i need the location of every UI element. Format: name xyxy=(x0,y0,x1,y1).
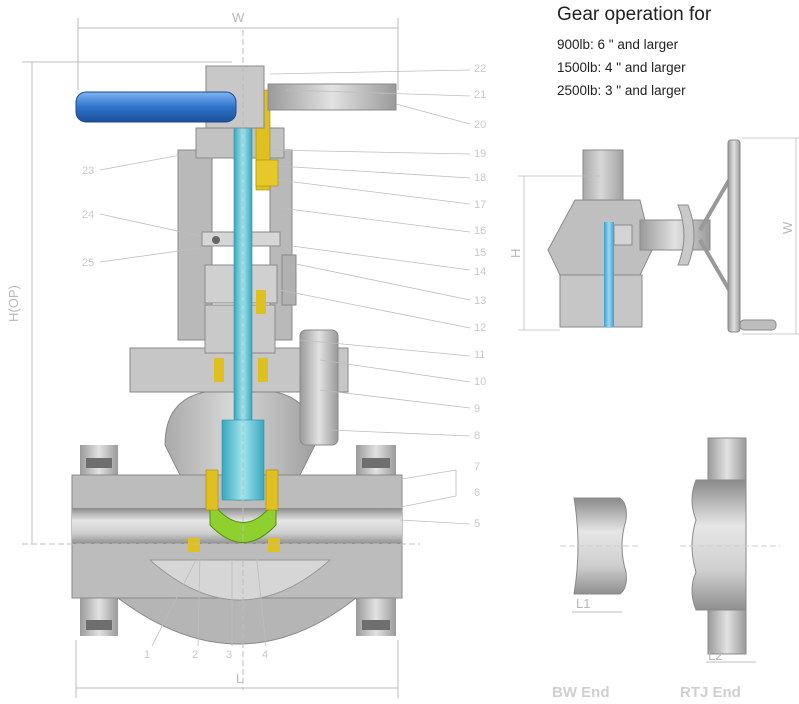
main-dimension-lines xyxy=(22,18,420,698)
handwheel-shaft xyxy=(267,83,397,111)
rtj-end-profile xyxy=(691,479,747,611)
right-flange-bottom xyxy=(356,598,396,636)
part-number-label: 21 xyxy=(474,89,486,101)
bw-end-caption: BW End xyxy=(552,684,610,701)
rtj-flange-top xyxy=(707,437,747,481)
valve-disc xyxy=(209,498,277,543)
gear-stem xyxy=(604,222,614,327)
part-number-label: 5 xyxy=(474,518,480,530)
gear-handwheel xyxy=(727,139,741,333)
bottom-part-numbers: 1 2 3 4 xyxy=(144,649,268,661)
handwheel xyxy=(75,91,237,123)
clamp-screw xyxy=(212,236,220,244)
gear-handle xyxy=(739,319,777,331)
left-flange-bottom xyxy=(80,598,118,636)
gear-note-line-1500lb: 1500lb: 4 " and larger xyxy=(557,60,686,75)
rtj-length-label: L2 xyxy=(708,648,722,663)
stem-lower xyxy=(221,419,265,501)
gear-teeth xyxy=(613,224,633,246)
main-height-label: H(OP) xyxy=(6,285,21,322)
disc-nut-left xyxy=(205,469,219,511)
bonnet-bolt xyxy=(299,329,339,446)
part-number-label: 7 xyxy=(474,461,480,473)
flange-bolt xyxy=(362,458,390,468)
gear-housing xyxy=(547,199,653,276)
gear-input-shaft xyxy=(639,219,711,251)
part-number-label: 10 xyxy=(474,376,486,388)
part-number-label: 18 xyxy=(474,172,486,184)
left-part-numbers: 23 24 25 xyxy=(82,165,94,269)
gear-note-line-900lb: 900lb: 6 " and larger xyxy=(557,37,679,52)
part-leader-lines xyxy=(99,69,471,647)
gland-bolt xyxy=(281,254,297,306)
rtj-end-view: L2 RTJ End xyxy=(680,437,780,701)
part-number-label: 12 xyxy=(474,322,486,334)
bw-length-label: L1 xyxy=(576,596,590,611)
rtj-flange-bottom xyxy=(707,609,747,655)
part-number-label: 22 xyxy=(474,63,486,75)
bw-end-view: L1 BW End xyxy=(552,497,640,701)
part-number-label: 20 xyxy=(474,119,486,131)
stem-nut-bearing xyxy=(255,159,279,187)
part-number-label: 14 xyxy=(474,266,486,278)
disc-nut-right xyxy=(265,469,279,511)
valve-body-group xyxy=(71,65,403,645)
part-number-label: 4 xyxy=(262,649,268,661)
part-number-label: 17 xyxy=(474,199,486,211)
right-part-numbers: 22 21 20 19 18 17 16 15 14 13 12 11 10 9… xyxy=(474,63,486,530)
packing-ring-right xyxy=(258,358,268,382)
part-number-label: 9 xyxy=(474,403,480,415)
part-number-label: 11 xyxy=(474,349,485,361)
seat-ring-right xyxy=(268,538,280,552)
part-number-label: 3 xyxy=(226,649,232,661)
part-number-label: 25 xyxy=(82,257,94,269)
part-number-label: 13 xyxy=(474,295,486,307)
body-bowl xyxy=(116,597,358,645)
part-number-label: 23 xyxy=(82,165,94,177)
part-number-label: 8 xyxy=(474,430,480,442)
gear-note-title: Gear operation for xyxy=(557,4,712,25)
main-width-label: W xyxy=(232,10,245,25)
part-number-label: 1 xyxy=(144,649,150,661)
body-seat-area xyxy=(148,559,332,601)
packing-gland xyxy=(256,290,266,314)
part-number-label: 19 xyxy=(474,148,486,160)
part-number-label: 6 xyxy=(474,487,480,499)
gear-dimension-lines xyxy=(518,137,799,335)
gear-base xyxy=(559,274,643,328)
gear-operator-view: H W xyxy=(508,137,799,335)
gear-note-line-2500lb: 2500lb: 3 " and larger xyxy=(557,83,686,98)
packing-ring-left xyxy=(214,358,224,382)
part-number-label: 15 xyxy=(474,247,486,259)
gear-worm xyxy=(677,204,695,266)
part-number-label: 2 xyxy=(192,649,198,661)
part-number-label: 16 xyxy=(474,225,486,237)
rtj-end-caption: RTJ End xyxy=(680,684,741,701)
main-length-label: L xyxy=(236,671,243,686)
flange-bolt xyxy=(86,620,112,630)
gear-width-label: W xyxy=(780,221,795,234)
flange-bolt xyxy=(362,620,390,630)
flange-bolt xyxy=(86,458,112,468)
part-number-label: 24 xyxy=(82,209,94,221)
seat-ring-left xyxy=(188,538,200,552)
gear-height-label: H xyxy=(508,249,523,258)
